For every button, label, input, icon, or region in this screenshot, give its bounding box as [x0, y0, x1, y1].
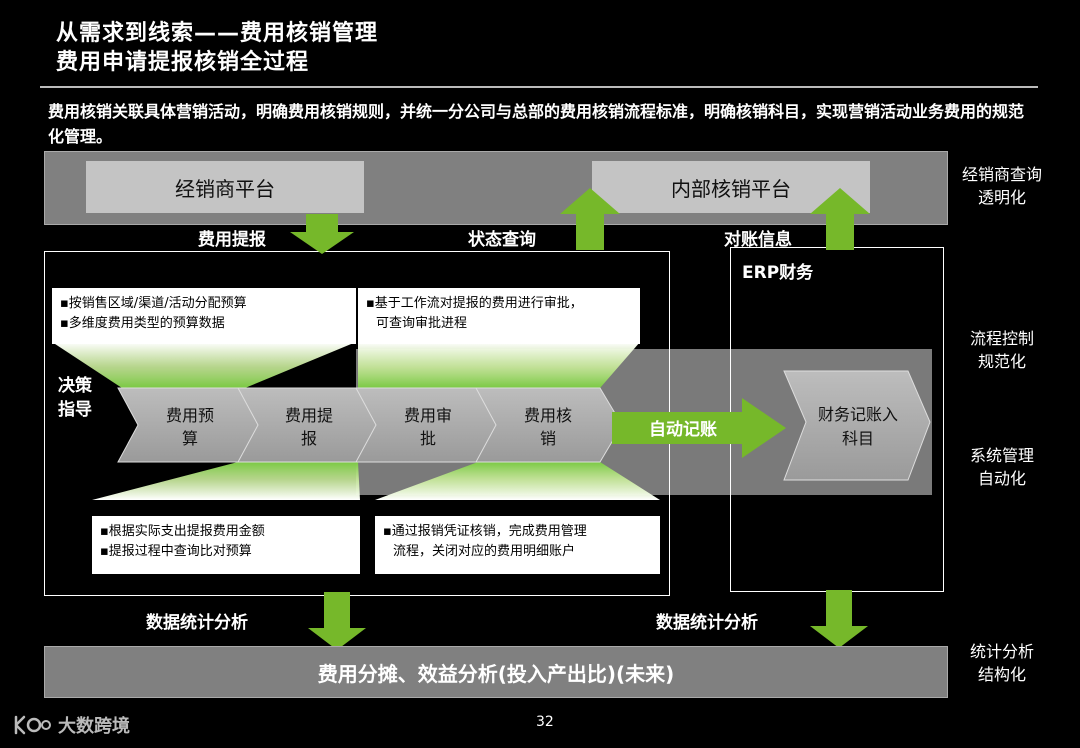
page-title: 从需求到线索——费用核销管理	[56, 21, 379, 46]
auto-post-label: 自动记账	[649, 419, 717, 440]
step-approve-line2: 批	[420, 429, 436, 448]
bottom-analysis-bar: 费用分摊、效益分析(投入产出比)(未来)	[44, 646, 948, 698]
auto-post-arrow	[612, 398, 786, 458]
watermark: 大数跨境	[12, 712, 130, 738]
step-approve-line1: 费用审	[404, 406, 452, 425]
step-submit-line1: 费用提	[285, 406, 333, 425]
decision-label-line: 指导	[58, 400, 92, 420]
note-line: ▪提报过程中查询比对预算	[100, 544, 252, 559]
side-label-system-management: 系统管理 自动化	[942, 444, 1062, 490]
side-label-line: 结构化	[977, 665, 1026, 684]
top-left-glow	[52, 342, 356, 388]
submit-down-arrow	[290, 214, 354, 254]
note-line: ▪多维度费用类型的预算数据	[60, 316, 225, 331]
side-label-line: 统计分析	[969, 642, 1034, 661]
note-bottom-left: ▪根据实际支出提报费用金额 ▪提报过程中查询比对预算	[92, 516, 360, 574]
bottom-right-glow	[375, 462, 660, 500]
note-bottom-right: ▪通过报销凭证核销，完成费用管理 流程，关闭对应的费用明细账户	[375, 516, 660, 574]
stats-right-label: 数据统计分析	[656, 613, 758, 633]
finance-step-line1: 财务记账入	[818, 405, 898, 424]
note-top-left: ▪按销售区域/渠道/活动分配预算 ▪多维度费用类型的预算数据	[52, 288, 356, 344]
note-line: ▪按销售区域/渠道/活动分配预算	[60, 296, 247, 311]
note-line: ▪根据实际支出提报费用金额	[100, 524, 265, 539]
step-approve-chevron	[355, 387, 501, 463]
step-budget-chevron	[117, 387, 263, 463]
reconcile-up-arrow	[810, 188, 870, 250]
step-budget-line2: 算	[182, 429, 198, 448]
note-line: ▪基于工作流对提报的费用进行审批，	[366, 296, 583, 311]
watermark-text: 大数跨境	[58, 716, 130, 737]
side-label-dealer-query: 经销商查询 透明化	[942, 163, 1062, 209]
note-line: 可查询审批进程	[376, 316, 468, 331]
header-divider	[40, 86, 1038, 88]
side-label-line: 系统管理	[969, 446, 1034, 465]
status-up-arrow	[560, 188, 620, 250]
page-subtitle: 费用申请提报核销全过程	[56, 50, 310, 75]
stats-left-down-arrow	[308, 592, 366, 650]
erp-label: ERP财务	[742, 263, 814, 283]
reconcile-label: 对账信息	[724, 230, 792, 250]
step-submit-line2: 报	[301, 429, 317, 448]
side-label-line: 规范化	[977, 352, 1026, 371]
decision-label-line: 决策	[58, 376, 92, 396]
bottom-left-glow	[92, 462, 360, 500]
note-top-right: ▪基于工作流对提报的费用进行审批， 可查询审批进程	[358, 288, 640, 344]
stats-left-label: 数据统计分析	[146, 613, 248, 633]
side-label-line: 流程控制	[969, 329, 1034, 348]
side-label-line: 自动化	[977, 469, 1026, 488]
note-line: 流程，关闭对应的费用明细账户	[393, 544, 576, 559]
step-budget-line1: 费用预	[166, 406, 214, 425]
page-number: 32	[536, 714, 554, 730]
status-query-label: 状态查询	[468, 230, 536, 250]
side-label-stats-analysis: 统计分析 结构化	[942, 640, 1062, 686]
intro-text: 费用核销关联具体营销活动，明确费用核销规则，并统一分公司与总部的费用核销流程标准…	[48, 102, 1025, 146]
submit-label: 费用提报	[198, 230, 266, 250]
stats-right-down-arrow	[810, 590, 868, 648]
top-right-glow	[358, 342, 640, 388]
step-finance-chevron	[783, 370, 931, 481]
step-writeoff-line1: 费用核	[524, 406, 572, 425]
step-writeoff-line2: 销	[540, 429, 556, 448]
side-label-line: 透明化	[977, 188, 1026, 207]
step-submit-chevron	[237, 387, 381, 463]
note-line: ▪通过报销凭证核销，完成费用管理	[383, 524, 587, 539]
watermark-logo-icon	[14, 715, 51, 735]
dealer-platform: 经销商平台	[86, 161, 364, 213]
decision-label: 决策 指导	[58, 374, 92, 422]
finance-step-line2: 科目	[842, 429, 874, 448]
side-label-line: 经销商查询	[961, 165, 1042, 184]
side-label-process-control: 流程控制 规范化	[942, 327, 1062, 373]
step-writeoff-chevron	[475, 387, 623, 463]
